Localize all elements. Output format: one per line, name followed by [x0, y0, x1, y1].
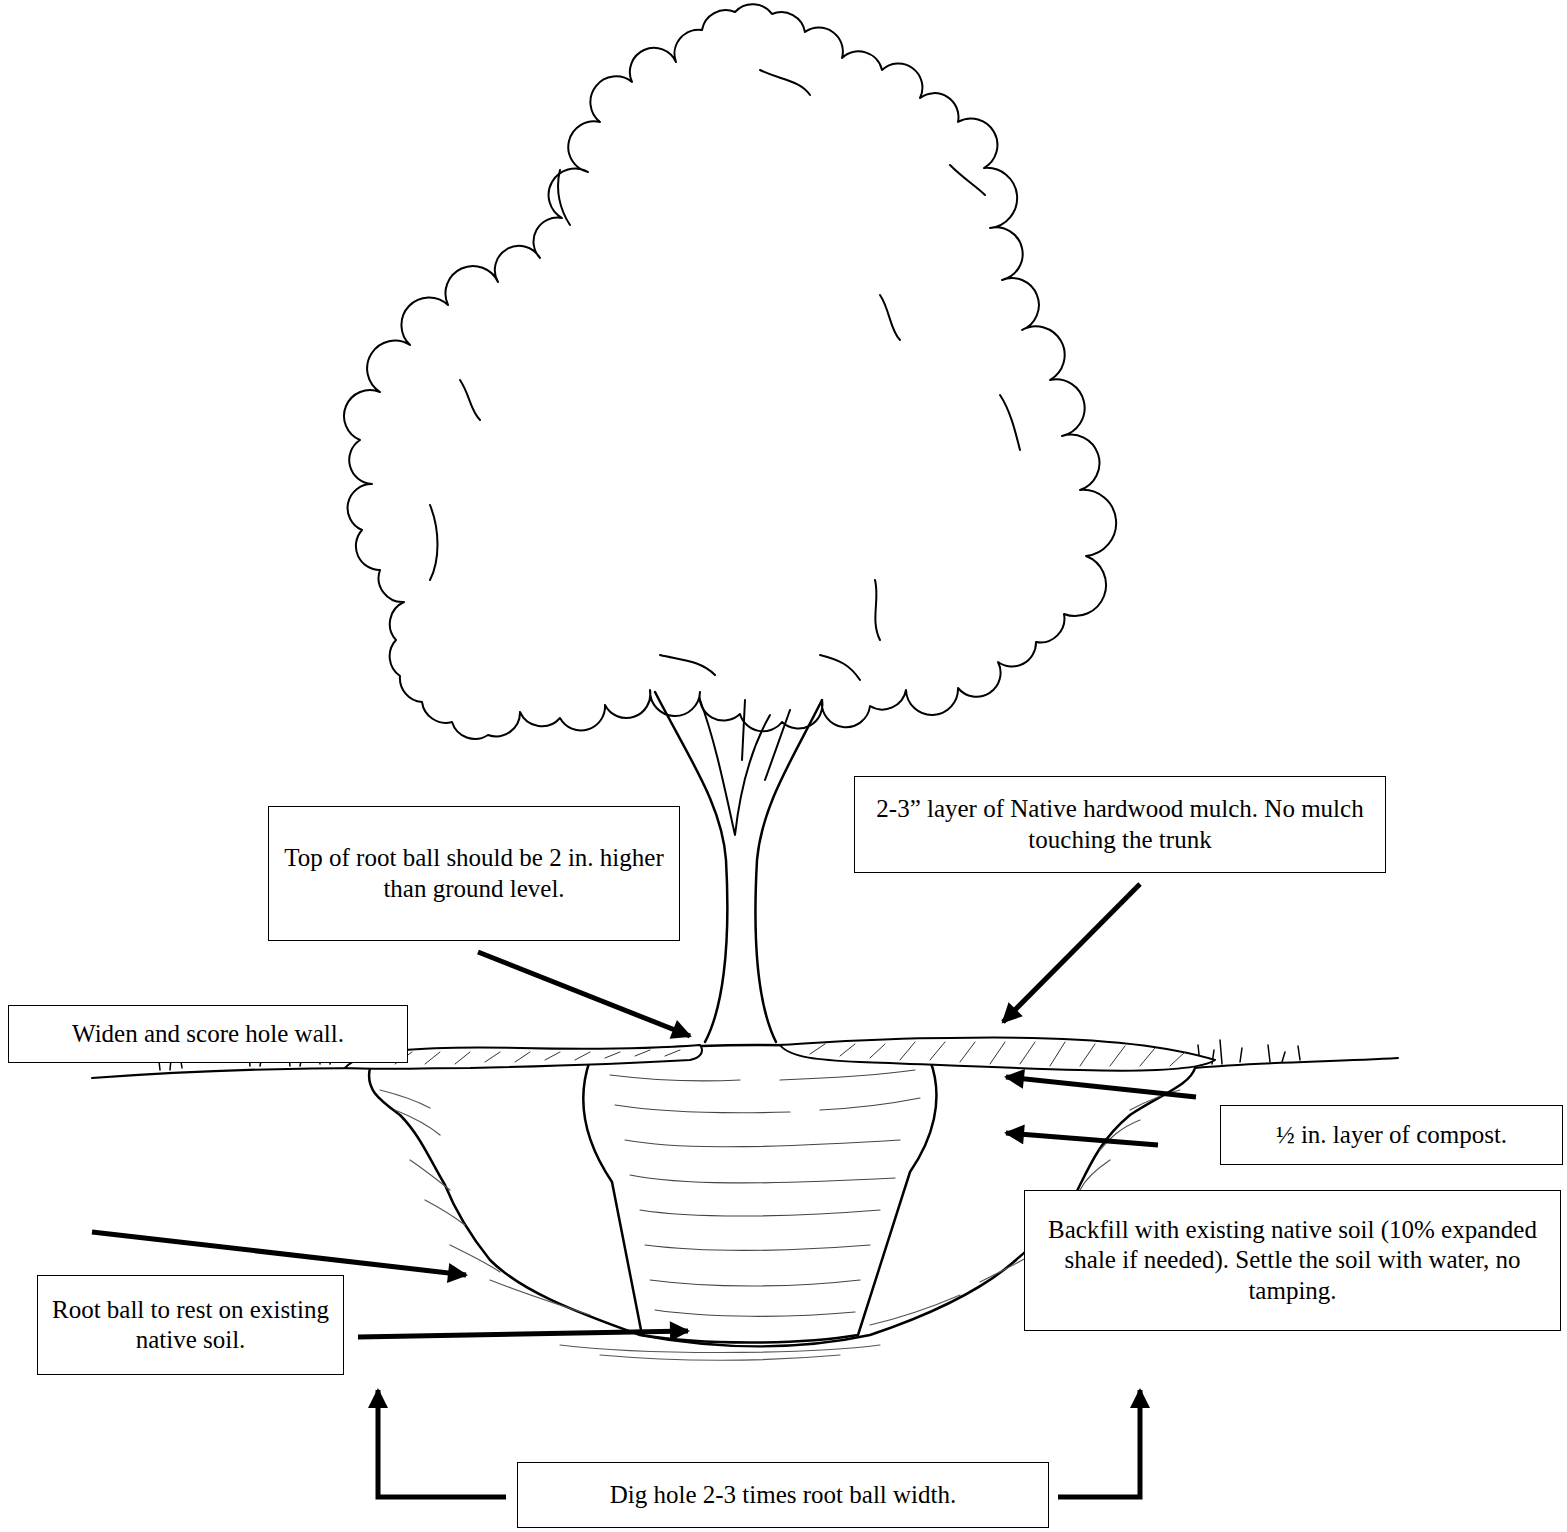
leader-arrow [1006, 1077, 1196, 1097]
tree-canopy [344, 4, 1116, 739]
callout-box: 2-3” layer of Native hardwood mulch. No … [854, 776, 1386, 873]
tree-trunk [756, 700, 822, 1042]
callout-text: ½ in. layer of compost. [1276, 1120, 1507, 1151]
leader-arrow [1003, 884, 1140, 1022]
bracket-arrow [378, 1390, 506, 1497]
callout-box: Top of root ball should be 2 in. higher … [268, 806, 680, 941]
canopy-detail [430, 70, 1020, 680]
callout-text: Backfill with existing native soil (10% … [1035, 1215, 1550, 1307]
mulch-hatching [370, 1042, 1185, 1066]
callout-text: Top of root ball should be 2 in. higher … [279, 843, 669, 904]
trunk-branch [700, 700, 790, 835]
callout-box: Backfill with existing native soil (10% … [1024, 1190, 1561, 1331]
leader-arrow [358, 1331, 688, 1337]
leader-arrow [478, 952, 690, 1036]
callout-text: Dig hole 2-3 times root ball width. [610, 1480, 956, 1511]
callout-text: Widen and score hole wall. [72, 1019, 344, 1050]
callout-box: Dig hole 2-3 times root ball width. [517, 1462, 1049, 1528]
bracket-arrow [1058, 1390, 1140, 1497]
leader-arrow [92, 1232, 466, 1275]
callout-box: Widen and score hole wall. [8, 1005, 408, 1063]
callout-box: ½ in. layer of compost. [1220, 1105, 1563, 1165]
callout-box: Root ball to rest on existing native soi… [37, 1275, 344, 1375]
callout-text: Root ball to rest on existing native soi… [48, 1295, 333, 1356]
root-ball [583, 1045, 936, 1343]
root-ball-hatching [610, 1070, 920, 1316]
callout-text: 2-3” layer of Native hardwood mulch. No … [865, 794, 1375, 855]
leader-arrow [1006, 1133, 1158, 1145]
